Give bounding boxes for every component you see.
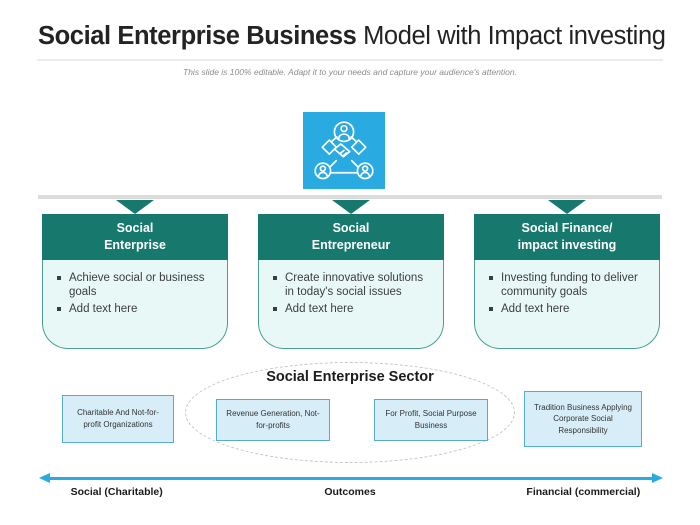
bullet-item: Add text here bbox=[271, 302, 435, 316]
sector-title: Social Enterprise Sector bbox=[266, 369, 434, 385]
bullet-square-icon bbox=[57, 306, 61, 311]
bullet-item: Create innovative solutions in today's s… bbox=[271, 271, 435, 300]
subtitle: This slide is 100% editable. Adapt it to… bbox=[183, 67, 517, 77]
down-arrow-icon bbox=[548, 200, 586, 214]
down-arrow-icon bbox=[116, 200, 154, 214]
card-body: Investing funding to deliver community g… bbox=[474, 260, 660, 349]
bullet-item: Add text here bbox=[55, 302, 219, 316]
page-title-regular: Model with Impact investing bbox=[356, 22, 666, 50]
people-handshake-icon-svg bbox=[314, 120, 374, 179]
card-social-finance: Social Finance/ impact investing Investi… bbox=[474, 214, 660, 349]
sector-box-tradition-business: Tradition Business Applying Corporate So… bbox=[524, 391, 642, 447]
bullet-square-icon bbox=[273, 306, 277, 311]
spectrum-double-arrow bbox=[39, 473, 663, 483]
axis-label-financial: Financial (commercial) bbox=[526, 486, 641, 498]
bullet-text: Add text here bbox=[501, 302, 570, 315]
spectrum-labels: Social (Charitable) Outcomes Financial (… bbox=[0, 486, 700, 498]
people-handshake-icon bbox=[303, 112, 385, 189]
card-title-line: Social Finance/ bbox=[521, 221, 613, 236]
bullet-item: Add text here bbox=[487, 302, 651, 316]
card-body: Achieve social or business goals Add tex… bbox=[42, 260, 228, 349]
bullet-square-icon bbox=[489, 306, 493, 311]
sector-box-revenue-generation: Revenue Generation, Not-for-profits bbox=[216, 399, 330, 441]
bullet-text: Investing funding to deliver community g… bbox=[501, 272, 638, 299]
bullet-text: Achieve social or business goals bbox=[69, 272, 205, 299]
card-title-line: Social bbox=[116, 221, 154, 236]
page-title: Social Enterprise Business Model with Im… bbox=[38, 22, 666, 51]
card-title-line: impact investing bbox=[517, 238, 617, 252]
down-arrow-icon bbox=[332, 200, 370, 214]
bullet-text: Create innovative solutions in today's s… bbox=[285, 272, 424, 299]
title-divider bbox=[37, 59, 663, 61]
card-social-enterprise: Social Enterprise Achieve social or busi… bbox=[42, 214, 228, 349]
connector-line bbox=[38, 195, 662, 199]
bullet-text: Add text here bbox=[69, 302, 138, 315]
card-title-line: Entrepreneur bbox=[311, 238, 391, 252]
axis-label-social: Social (Charitable) bbox=[70, 486, 163, 498]
bullet-square-icon bbox=[273, 276, 277, 280]
bullet-item: Achieve social or business goals bbox=[55, 271, 219, 300]
page-title-bold: Social Enterprise Business bbox=[38, 22, 357, 50]
bullet-item: Investing funding to deliver community g… bbox=[487, 271, 651, 300]
bullet-square-icon bbox=[57, 276, 61, 280]
card-body: Create innovative solutions in today's s… bbox=[258, 260, 444, 349]
sector-ellipse bbox=[185, 362, 515, 463]
sector-box-for-profit: For Profit, Social Purpose Business bbox=[374, 399, 488, 441]
card-social-entrepreneur: Social Entrepreneur Create innovative so… bbox=[258, 214, 444, 349]
bullet-text: Add text here bbox=[285, 302, 354, 315]
card-header: Social Enterprise bbox=[42, 214, 228, 260]
card-title-line: Enterprise bbox=[104, 238, 166, 252]
bullet-square-icon bbox=[489, 276, 493, 280]
sector-box-charitable: Charitable And Not-for-profit Organizati… bbox=[62, 395, 174, 443]
axis-label-outcomes: Outcomes bbox=[324, 486, 376, 498]
card-header: Social Finance/ impact investing bbox=[474, 214, 660, 260]
card-title-line: Social bbox=[332, 221, 370, 236]
card-header: Social Entrepreneur bbox=[258, 214, 444, 260]
